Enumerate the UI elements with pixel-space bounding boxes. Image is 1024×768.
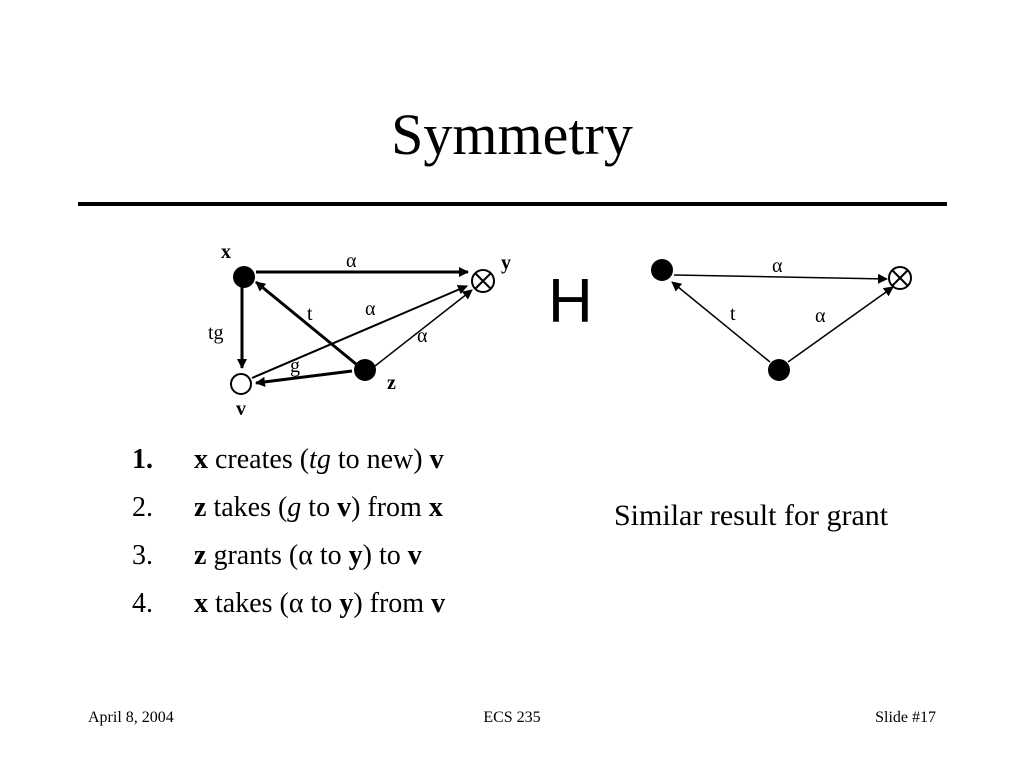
edge-right-bottom-to-right-alpha — [787, 286, 894, 363]
grant-note: Similar result for grant — [614, 499, 889, 532]
label-alpha-top: α — [346, 250, 357, 272]
node-right-target — [888, 266, 912, 290]
node-right-left — [651, 259, 673, 281]
label-v: v — [236, 398, 246, 420]
step-number: 1. — [132, 444, 153, 475]
label-tg: tg — [208, 322, 224, 344]
steps-list: 1.x creates (tg to new) v 2.z takes (g t… — [132, 436, 445, 628]
label-alpha-mid: α — [365, 298, 376, 320]
edge-z-x-t — [255, 280, 357, 366]
step-2: 2.z takes (g to v) from x — [132, 484, 445, 532]
node-v — [230, 373, 252, 395]
step-number: 2. — [132, 492, 153, 523]
label-t-right: t — [730, 303, 736, 325]
label-alpha-right: α — [417, 325, 428, 347]
step-1: 1.x creates (tg to new) v — [132, 436, 445, 484]
node-x — [233, 266, 255, 288]
label-y: y — [501, 252, 511, 274]
footer-course: ECS 235 — [483, 709, 541, 726]
step-4: 4.x takes (α to y) from v — [132, 580, 445, 628]
edge-z-y-alpha — [374, 289, 473, 367]
node-y — [471, 269, 495, 293]
label-alpha-right2: α — [815, 305, 826, 327]
label-t-left: t — [307, 303, 313, 325]
label-g: g — [290, 355, 300, 377]
footer-date: April 8, 2004 — [88, 709, 174, 726]
title-divider — [78, 202, 947, 206]
label-z: z — [387, 372, 396, 394]
slide-title: Symmetry — [391, 102, 633, 167]
edge-right-bottom-to-left-t — [671, 281, 771, 363]
edge-right-top-alpha — [673, 273, 888, 284]
footer-slide-number: Slide #17 — [875, 709, 936, 726]
edge-v-y-alpha — [251, 284, 468, 379]
label-x: x — [221, 241, 231, 263]
step-number: 4. — [132, 588, 153, 619]
node-z — [354, 359, 376, 381]
step-3: 3.z grants (α to y) to v — [132, 532, 445, 580]
step-number: 3. — [132, 540, 153, 571]
separator-glyph: H — [548, 267, 593, 336]
node-right-bottom — [768, 359, 790, 381]
label-alpha-top-right: α — [772, 255, 783, 277]
edge-z-v-g — [255, 369, 353, 387]
